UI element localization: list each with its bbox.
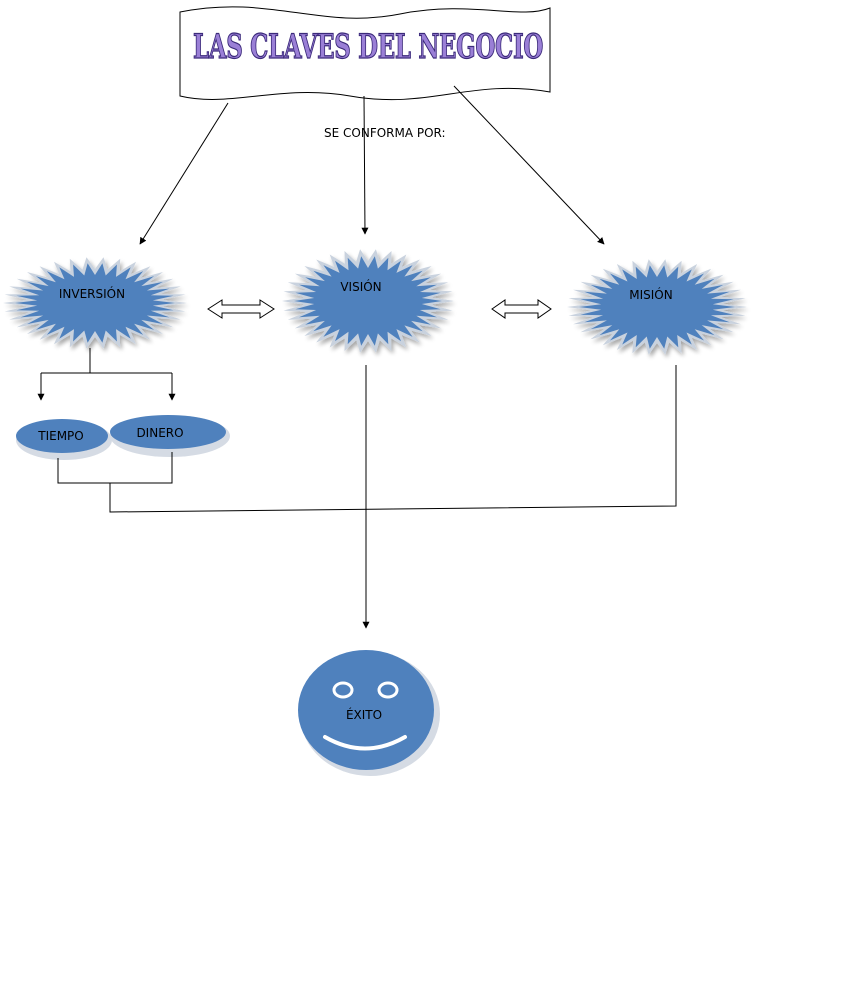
node-mision [567,259,747,355]
node-inversion [3,257,187,349]
arrow-title-to-vision [361,95,369,235]
inversion-branch-connector [37,348,176,401]
title-banner-shape [179,6,551,101]
title-text: LAS CLAVES DEL NEGOCIO [193,27,543,67]
smiley-right-eye [377,681,399,699]
arrow-title-to-inversion [139,102,229,245]
node-tiempo [16,419,112,460]
node-exito-label: ÉXITO [346,707,382,722]
starburst-shape [579,265,735,349]
starburst-shape [15,263,175,343]
connector-label: SE CONFORMA POR: [324,126,446,140]
double-arrow-vision-mision [491,299,552,319]
arrow-title-to-mision [453,85,605,245]
node-mision-label: MISIÓN [629,287,672,302]
node-exito [298,650,440,776]
node-inversion-label: INVERSIÓN [59,286,125,301]
title-banner: LAS CLAVES DEL NEGOCIO [179,6,551,101]
smiley-mouth [323,735,407,751]
double-arrow-inversion-vision [207,299,275,319]
bottom-connector-lines [57,365,677,629]
node-dinero [110,415,230,457]
node-vision-label: VISIÓN [340,279,381,294]
smiley-left-eye [332,681,354,699]
node-vision [282,249,454,353]
node-tiempo-label: TIEMPO [37,429,84,443]
starburst-shape [294,256,442,346]
node-dinero-label: DINERO [136,426,183,440]
